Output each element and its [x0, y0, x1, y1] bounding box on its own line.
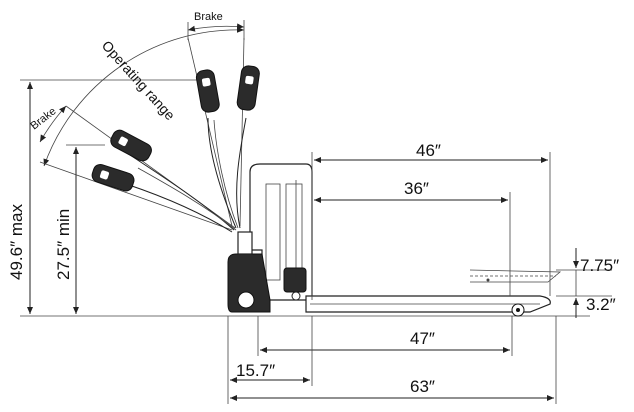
dim-46: 46″: [416, 141, 441, 160]
handle-head-1: [195, 69, 220, 113]
brake-left-label: Brake: [28, 105, 58, 132]
dim-7-75: 7.75″: [580, 256, 619, 275]
fork-height-dimensions: 7.75″ 3.2″: [556, 248, 619, 318]
brake-top-label: Brake: [194, 11, 223, 23]
operating-range: Operating range Brake Brake: [28, 11, 245, 231]
tiller-handles: [91, 65, 260, 233]
fork-length-dimensions: 46″ 36″: [311, 141, 551, 300]
handle-head-2: [236, 65, 260, 111]
handle-head-4: [91, 163, 135, 192]
bottom-dimensions: 47″ 15.7″ 63″: [227, 316, 557, 404]
dim-3-2: 3.2″: [586, 295, 616, 314]
dim-63: 63″: [410, 377, 435, 396]
dim-36: 36″: [404, 179, 429, 198]
height-max-label: 49.6″ max: [7, 204, 26, 280]
dim-47: 47″: [410, 329, 435, 348]
dim-15-7: 15.7″: [236, 361, 275, 380]
height-min-label: 27.5″ min: [54, 209, 73, 280]
handle-head-3: [110, 129, 152, 162]
